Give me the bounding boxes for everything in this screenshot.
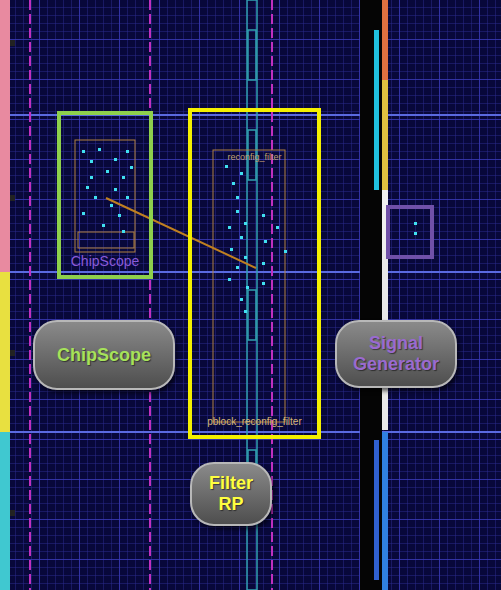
callout-pill: Signal Generator bbox=[335, 320, 457, 388]
io-bank bbox=[0, 0, 10, 272]
callout-pill: Filter RP bbox=[190, 462, 272, 526]
io-bank bbox=[0, 432, 10, 590]
bram-columns bbox=[30, 0, 272, 590]
pblock-outline bbox=[78, 232, 134, 248]
io-pads bbox=[10, 40, 15, 516]
callout-text: Signal Generator bbox=[347, 333, 445, 374]
callout-text: ChipScope bbox=[57, 345, 151, 366]
clock-region-lines bbox=[0, 115, 501, 432]
placed-cells bbox=[82, 148, 417, 313]
filter-region: reconfig_filter pblock_reconfig_filter bbox=[188, 108, 321, 439]
pblock-label: pblock_reconfig_filter bbox=[207, 416, 302, 428]
pblock-label: ChipScope bbox=[71, 253, 140, 269]
center-column bbox=[360, 0, 382, 590]
callout-text: Filter RP bbox=[202, 473, 260, 514]
center-resources bbox=[374, 0, 388, 590]
pblock-outline bbox=[213, 150, 285, 422]
pblock-outline bbox=[75, 140, 135, 252]
signal-generator-pblock bbox=[388, 207, 432, 257]
callout-pill: ChipScope bbox=[33, 320, 175, 390]
pblock-label: reconfig_filter bbox=[227, 152, 281, 162]
chipscope-region: ChipScope bbox=[57, 111, 153, 279]
io-bank bbox=[0, 272, 10, 432]
